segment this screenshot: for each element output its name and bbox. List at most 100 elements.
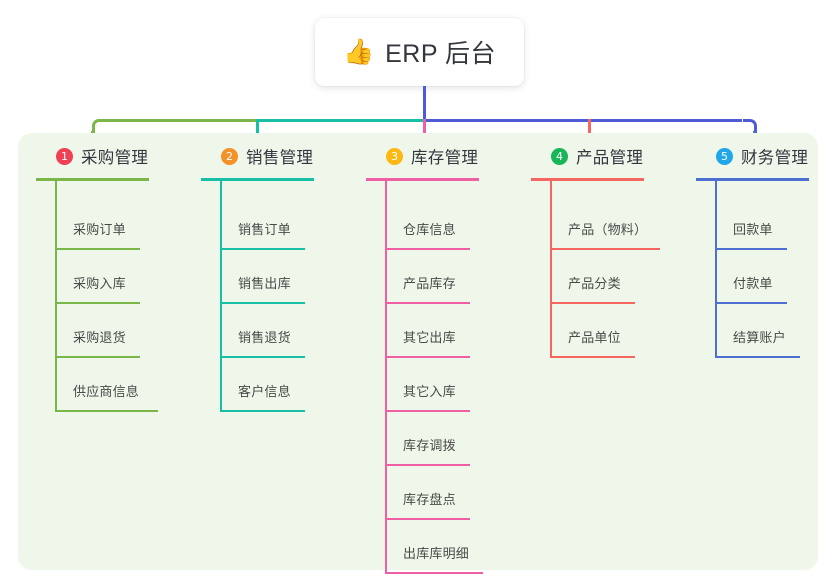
leaf-item-rule — [55, 248, 140, 250]
leaf-item-label: 出库库明细 — [403, 546, 470, 561]
leaf-item-rule — [715, 356, 800, 358]
leaf-item[interactable]: 产品单位 — [550, 304, 645, 358]
leaf-item-rule — [385, 410, 470, 412]
column-title-1: 采购管理 — [81, 149, 149, 167]
root-connector-stem — [423, 86, 426, 119]
leaf-item-label: 结算账户 — [733, 330, 786, 345]
leaf-item-label: 回款单 — [733, 222, 773, 237]
column-badge-1: 1 — [56, 147, 73, 165]
column-1: 1 采购管理采购订单采购入库采购退货供应商信息 — [36, 143, 188, 412]
leaf-item-label: 销售退货 — [238, 330, 291, 345]
column-title-4: 产品管理 — [576, 149, 644, 167]
leaf-item[interactable]: 销售出库 — [220, 250, 315, 304]
leaf-item[interactable]: 产品（物料） — [550, 196, 670, 250]
bus-elbow-right — [743, 119, 757, 133]
column-4: 4 产品管理产品（物料） 产品分类产品单位 — [531, 143, 683, 358]
column-title-5: 财务管理 — [741, 149, 809, 167]
leaf-item-label: 产品库存 — [403, 276, 456, 291]
leaf-item-rule — [550, 302, 635, 304]
leaf-item-rule — [715, 302, 787, 304]
column-spine-2 — [220, 181, 222, 412]
column-3: 3 库存管理仓库信息产品库存其它出库其它入库库存调拨库存盘点出库库明细 — [366, 143, 518, 574]
leaf-item[interactable]: 回款单 — [715, 196, 797, 250]
leaf-item-rule — [220, 356, 305, 358]
column-header-2[interactable]: 2 销售管理 — [201, 143, 353, 169]
column-header-rule-2 — [201, 178, 314, 181]
leaf-item-rule — [715, 248, 787, 250]
leaf-item[interactable]: 库存调拨 — [385, 412, 480, 466]
leaf-item-rule — [55, 410, 158, 412]
leaf-item[interactable]: 销售退货 — [220, 304, 315, 358]
leaf-item[interactable]: 采购订单 — [55, 196, 150, 250]
leaf-item-rule — [385, 302, 470, 304]
leaf-item-label: 产品（物料） — [568, 222, 648, 237]
leaf-item-label: 采购订单 — [73, 222, 126, 237]
leaf-item-label: 付款单 — [733, 276, 773, 291]
leaf-item[interactable]: 供应商信息 — [55, 358, 168, 412]
leaf-item-rule — [385, 572, 483, 574]
leaf-item-label: 客户信息 — [238, 384, 291, 399]
column-badge-5: 5 — [716, 147, 733, 165]
column-drop-line-4 — [588, 119, 591, 143]
leaf-item-rule — [220, 302, 305, 304]
diagram-panel — [18, 133, 818, 570]
bus-segment-indigo — [424, 119, 742, 122]
leaf-item[interactable]: 产品分类 — [550, 250, 645, 304]
leaf-item[interactable]: 库存盘点 — [385, 466, 480, 520]
leaf-item-rule — [220, 410, 305, 412]
column-header-rule-4 — [531, 178, 644, 181]
column-header-3[interactable]: 3 库存管理 — [366, 143, 518, 169]
column-header-rule-1 — [36, 178, 149, 181]
leaf-item-label: 库存调拨 — [403, 438, 456, 453]
leaf-item[interactable]: 结算账户 — [715, 304, 810, 358]
leaf-item[interactable]: 其它出库 — [385, 304, 480, 358]
leaf-item-label: 其它出库 — [403, 330, 456, 345]
bus-segment-teal — [257, 119, 424, 122]
column-title-3: 库存管理 — [411, 149, 479, 167]
bus-elbow-left — [92, 119, 106, 133]
leaf-item-rule — [55, 356, 140, 358]
thumbs-up-icon: 👍 — [342, 37, 375, 66]
column-2: 2 销售管理销售订单销售出库销售退货客户信息 — [201, 143, 353, 412]
root-node-title: ERP 后台 — [385, 40, 497, 68]
leaf-item[interactable]: 采购退货 — [55, 304, 150, 358]
column-badge-3: 3 — [386, 147, 403, 165]
column-spine-5 — [715, 181, 717, 358]
column-badge-4: 4 — [551, 147, 568, 165]
leaf-item[interactable]: 仓库信息 — [385, 196, 480, 250]
leaf-item[interactable]: 出库库明细 — [385, 520, 493, 574]
column-header-4[interactable]: 4 产品管理 — [531, 143, 683, 169]
leaf-item[interactable]: 客户信息 — [220, 358, 315, 412]
column-spine-4 — [550, 181, 552, 358]
column-spine-1 — [55, 181, 57, 412]
leaf-item[interactable]: 采购入库 — [55, 250, 150, 304]
leaf-item-rule — [385, 248, 470, 250]
leaf-item[interactable]: 付款单 — [715, 250, 797, 304]
leaf-item-label: 销售订单 — [238, 222, 291, 237]
leaf-item[interactable]: 销售订单 — [220, 196, 315, 250]
column-header-1[interactable]: 1 采购管理 — [36, 143, 188, 169]
bus-segment-green — [104, 119, 257, 122]
leaf-item-label: 供应商信息 — [73, 384, 140, 399]
column-drop-line-3 — [423, 119, 426, 143]
leaf-item-rule — [385, 518, 470, 520]
column-header-rule-5 — [696, 178, 809, 181]
column-header-rule-3 — [366, 178, 479, 181]
leaf-item-rule — [385, 464, 470, 466]
leaf-item[interactable]: 产品库存 — [385, 250, 480, 304]
leaf-item-label: 库存盘点 — [403, 492, 456, 507]
column-spine-3 — [385, 181, 387, 574]
column-5: 5 财务管理回款单付款单结算账户 — [696, 143, 839, 358]
leaf-item-label: 产品分类 — [568, 276, 621, 291]
leaf-item-label: 销售出库 — [238, 276, 291, 291]
root-node-card[interactable]: 👍 ERP 后台 — [315, 18, 524, 86]
column-title-2: 销售管理 — [246, 149, 314, 167]
column-badge-2: 2 — [221, 147, 238, 165]
leaf-item-label: 采购入库 — [73, 276, 126, 291]
leaf-item-rule — [220, 248, 305, 250]
leaf-item-label: 产品单位 — [568, 330, 621, 345]
leaf-item[interactable]: 其它入库 — [385, 358, 480, 412]
column-header-5[interactable]: 5 财务管理 — [696, 143, 839, 169]
leaf-item-label: 采购退货 — [73, 330, 126, 345]
column-drop-line-2 — [256, 119, 259, 143]
